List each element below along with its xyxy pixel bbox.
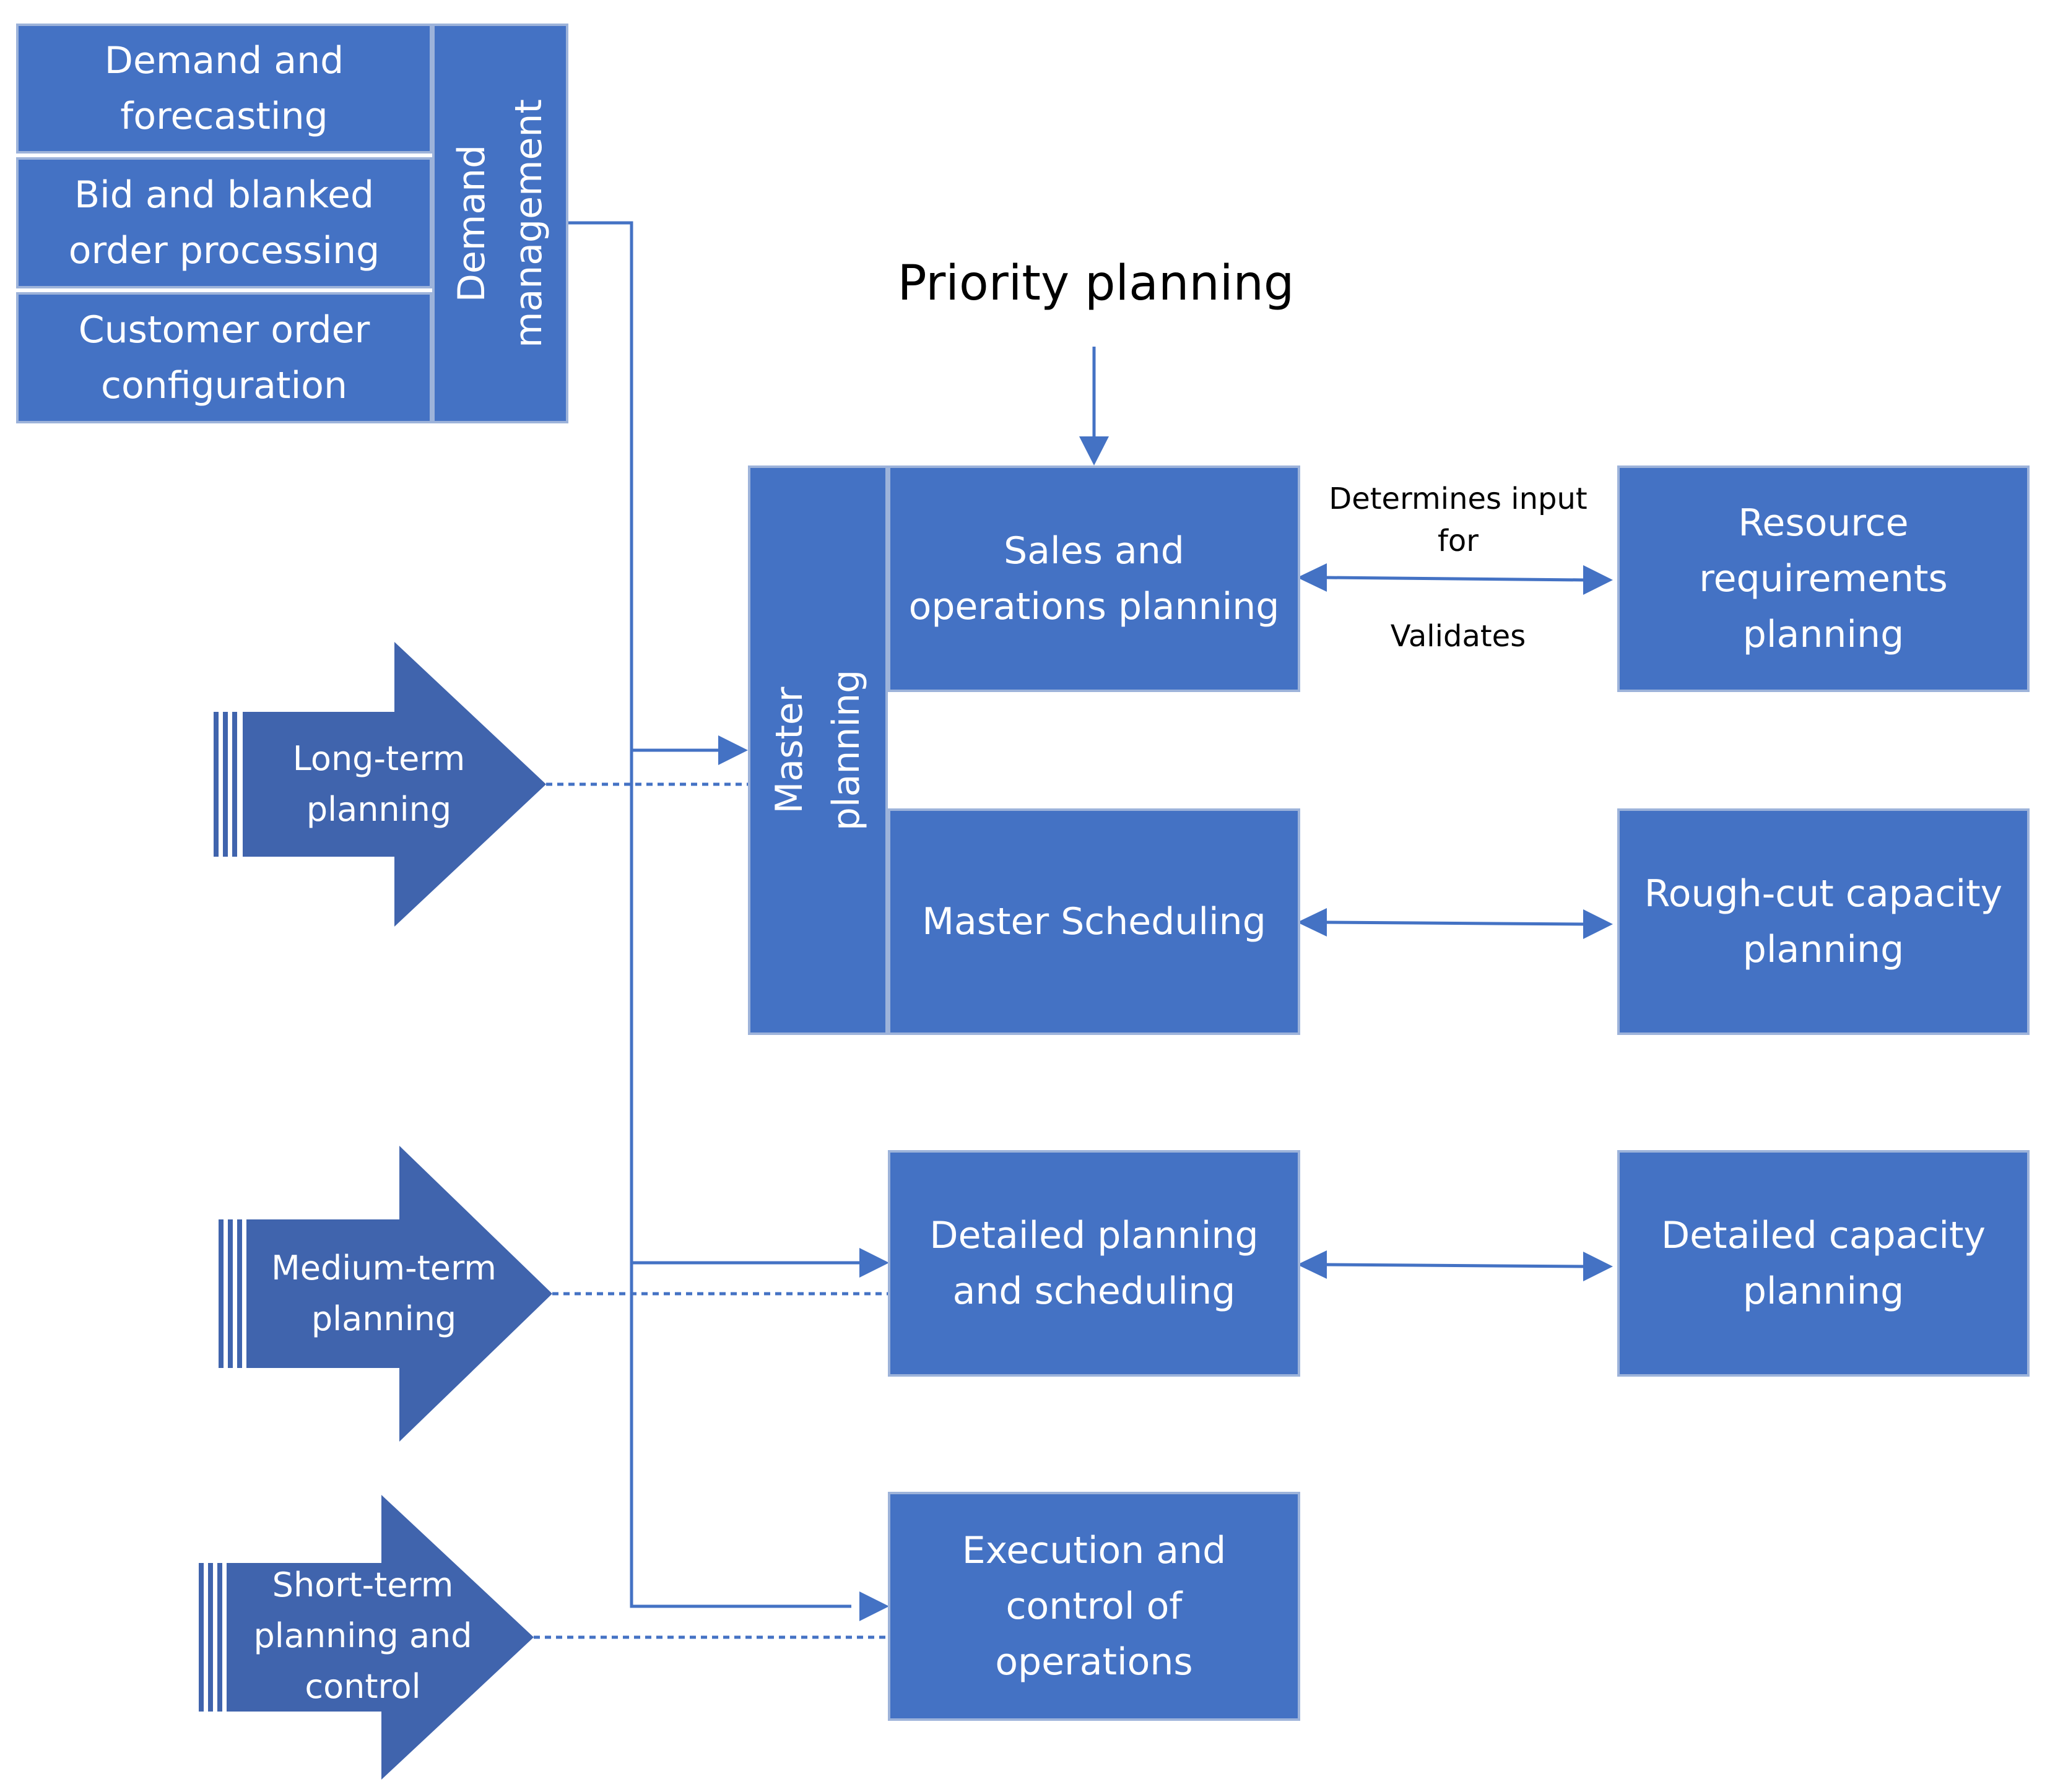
master-scheduling-label: Master Scheduling [922, 900, 1266, 943]
arrow-to-master-planning [632, 735, 748, 765]
scheduling-roughcut-double-arrow [1297, 908, 1613, 939]
detailed-planning-box: Detailed planning and scheduling [888, 1150, 1300, 1377]
demand-forecasting-label: Demand and forecasting [104, 39, 344, 138]
long-term-horizon-arrow [214, 642, 546, 927]
rough-cut-capacity-box: Rough-cut capacity planning [1617, 808, 2030, 1035]
sop-box: Sales and operations planning [888, 465, 1300, 692]
bid-order-processing-box: Bid and blanked order processing [16, 157, 432, 288]
arrow-to-execution [859, 1591, 889, 1621]
detailed-capacity-label: Detailed capacity planning [1661, 1214, 1986, 1313]
master-planning-label: Master planning [768, 669, 869, 831]
customer-order-configuration-box: Customer order configuration [16, 292, 432, 423]
sop-resource-double-arrow [1297, 563, 1613, 595]
demand-management-label: Demand management [450, 99, 550, 348]
priority-down-arrow [1079, 347, 1109, 465]
resource-requirements-box: Resource requirements planning [1617, 465, 2030, 692]
determines-input-label: Determines input for [1329, 482, 1587, 558]
medium-term-label: Medium-term planning [271, 1249, 497, 1338]
arrow-to-detailed-planning [632, 1248, 889, 1278]
execution-label: Execution and control of operations [962, 1529, 1227, 1684]
master-planning-box: Master planning [748, 465, 888, 1035]
demand-trunk-line [567, 221, 851, 1608]
resource-requirements-label: Resource requirements planning [1699, 501, 1948, 656]
priority-planning-title: Priority planning [897, 256, 1295, 311]
validates-label: Validates [1390, 619, 1526, 654]
demand-forecasting-box: Demand and forecasting [16, 24, 432, 154]
long-term-label: Long-term planning [292, 739, 466, 829]
sop-label: Sales and operations planning [908, 529, 1280, 628]
detailed-capacity-box: Detailed capacity planning [1617, 1150, 2030, 1377]
execution-box: Execution and control of operations [888, 1492, 1300, 1721]
detailed-capacity-double-arrow [1297, 1250, 1613, 1281]
short-term-label: Short-term planning and control [253, 1565, 472, 1706]
short-term-horizon-arrow [199, 1495, 534, 1780]
detailed-planning-label: Detailed planning and scheduling [929, 1214, 1259, 1313]
bid-order-processing-label: Bid and blanked order processing [68, 173, 380, 272]
demand-management-box: Demand management [432, 24, 568, 423]
master-scheduling-box: Master Scheduling [888, 808, 1300, 1035]
customer-order-configuration-label: Customer order configuration [78, 308, 370, 407]
rough-cut-capacity-label: Rough-cut capacity planning [1644, 872, 2003, 971]
medium-term-horizon-arrow [219, 1146, 552, 1442]
